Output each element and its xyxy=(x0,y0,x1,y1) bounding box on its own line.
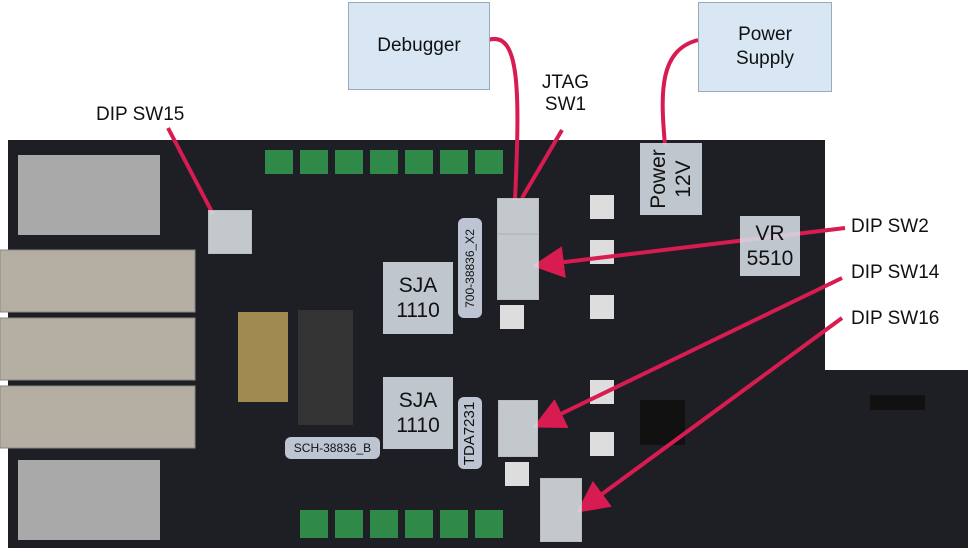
debugger-box: Debugger xyxy=(348,2,490,90)
dip-sw15-label: DIP SW15 xyxy=(96,104,185,125)
dip-sw14 xyxy=(498,400,538,457)
dip-sw15 xyxy=(208,210,252,254)
rj45-port xyxy=(18,155,160,540)
sja1110-bottom-overlay: SJA 1110 xyxy=(383,377,453,449)
vr-5510-label: VR 5510 xyxy=(746,222,794,270)
debugger-label: Debugger xyxy=(377,35,461,56)
tda7231-text: TDA7231 xyxy=(461,401,479,465)
dip-sw2 xyxy=(497,234,539,300)
vr-5510-overlay: VR 5510 xyxy=(740,216,800,276)
power-12v-label: Power 12V xyxy=(647,149,695,209)
power-12v-overlay: Power 12V xyxy=(640,143,702,215)
power-supply-box: Power Supply xyxy=(698,2,832,92)
dip-sw16 xyxy=(540,478,582,542)
sja1110-top-label: SJA 1110 xyxy=(396,274,440,322)
proto-area xyxy=(238,312,288,402)
sfp-cages xyxy=(0,249,196,449)
jtag-sw1-connector xyxy=(497,198,539,234)
dip-sw16-label: DIP SW16 xyxy=(851,308,940,329)
dip-sw14-label: DIP SW14 xyxy=(851,262,940,283)
tda7231-label: TDA7231 xyxy=(458,397,482,469)
sja1110-top-overlay: SJA 1110 xyxy=(383,262,453,334)
terminal-blocks xyxy=(265,150,503,538)
jtag-sw1-label: JTAG SW1 xyxy=(541,72,590,115)
sch-label: SCH-38836_B xyxy=(285,437,380,459)
board-id-text: 700-38836_X2 xyxy=(462,228,477,308)
power-supply-label: Power Supply xyxy=(735,24,795,69)
board-id-label: 700-38836_X2 xyxy=(458,218,482,318)
sch-text: SCH-38836_B xyxy=(293,440,372,455)
dip-sw2-label: DIP SW2 xyxy=(851,216,929,237)
sja1110-bottom-label: SJA 1110 xyxy=(396,389,440,437)
